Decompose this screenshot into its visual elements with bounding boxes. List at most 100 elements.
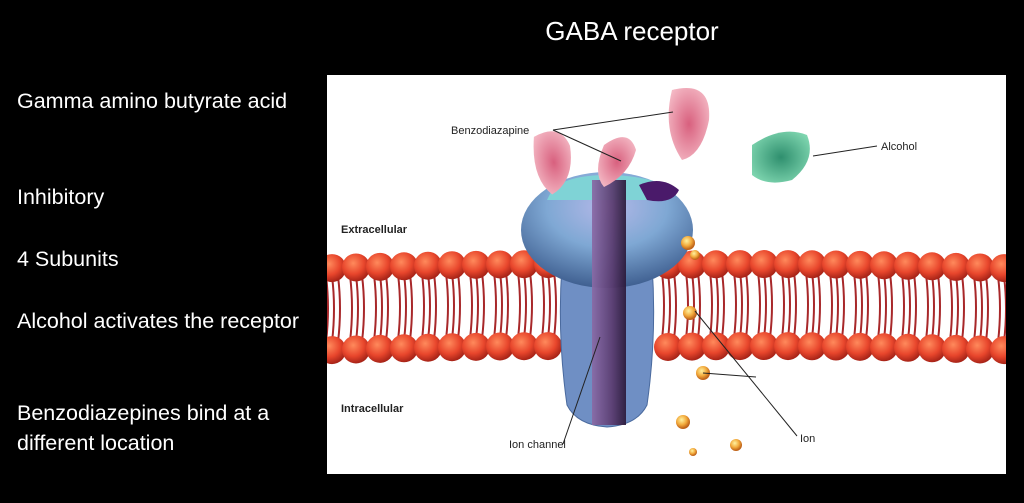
lipid-tail xyxy=(973,275,977,342)
lipid-tail xyxy=(835,272,839,339)
lipid-head xyxy=(870,333,898,362)
lipid-tail xyxy=(739,271,743,339)
lipid-tail xyxy=(925,274,929,341)
lipid-head xyxy=(702,250,730,279)
lipid-head xyxy=(726,250,754,279)
lipid-tail xyxy=(997,275,1001,343)
lipid-tail xyxy=(805,272,809,339)
lipid-tail xyxy=(1003,275,1006,343)
lipid-head xyxy=(726,332,754,361)
lipid-tail xyxy=(427,273,431,340)
lipid-tail xyxy=(697,272,701,339)
cell-membrane xyxy=(327,250,1006,365)
lipid-head xyxy=(990,254,1006,283)
lipid-tail xyxy=(373,274,377,341)
lipid-head xyxy=(942,334,970,363)
lipid-tail xyxy=(709,272,713,339)
lipid-head xyxy=(702,332,730,361)
bullet-subunits: 4 Subunits xyxy=(17,247,119,271)
lipid-head xyxy=(678,332,706,361)
label-intracellular: Intracellular xyxy=(341,403,404,415)
lipid-head xyxy=(486,332,514,361)
lipid-tail xyxy=(787,271,791,339)
lipid-tail xyxy=(409,274,413,341)
lipid-head xyxy=(918,334,946,363)
lipid-head xyxy=(750,332,778,361)
lipid-tail xyxy=(403,274,407,341)
lipid-head xyxy=(462,332,490,361)
lipid-head xyxy=(327,254,346,283)
lipid-head xyxy=(942,252,970,281)
label-ion: Ion xyxy=(800,433,815,445)
receptor xyxy=(521,172,693,428)
lipid-tail xyxy=(793,271,797,339)
lipid-tail xyxy=(421,273,425,340)
lipid-tail xyxy=(733,271,737,339)
lipid-tail xyxy=(445,273,449,340)
lipid-tail xyxy=(763,271,767,339)
lipid-tail xyxy=(397,274,401,341)
lipid-head xyxy=(438,333,466,362)
lipid-head xyxy=(846,332,874,361)
lipid-head xyxy=(894,251,922,280)
lipid-tail xyxy=(457,273,461,340)
lipid-tail xyxy=(841,272,845,339)
bullet-gaba-definition: Gamma amino butyrate acid xyxy=(17,89,288,113)
lipid-tail xyxy=(505,272,509,339)
lipid-tail xyxy=(499,272,503,339)
bullet-benzodiazepines: Benzodiazepines bind at a different loca… xyxy=(17,401,270,455)
lipid-head xyxy=(414,333,442,362)
lipid-tail xyxy=(673,272,677,340)
lipid-head xyxy=(327,336,346,365)
lipid-head xyxy=(966,253,994,282)
lipid-tail xyxy=(529,272,533,339)
label-ion-channel: Ion channel xyxy=(509,439,566,451)
alcohol-molecule xyxy=(752,131,810,183)
lipid-head xyxy=(534,332,562,361)
lipid-head xyxy=(750,250,778,279)
lipid-head xyxy=(774,250,802,279)
lipid-tail xyxy=(517,272,521,339)
lipid-head xyxy=(390,252,418,281)
lipid-tail xyxy=(355,275,359,342)
label-lines xyxy=(552,111,878,445)
lipid-tail xyxy=(979,275,983,342)
lipid-head xyxy=(894,333,922,362)
lipid-tail xyxy=(667,272,671,340)
lipid-tail xyxy=(361,275,365,342)
lipid-head xyxy=(846,250,874,279)
bullet-alcohol: Alcohol activates the receptor xyxy=(17,309,300,333)
lipid-tail xyxy=(385,274,389,341)
lipid-tail xyxy=(523,272,527,339)
lipid-tail xyxy=(721,272,725,339)
lipid-tail xyxy=(451,273,455,340)
lipid-tail xyxy=(327,276,329,343)
lipid-tail xyxy=(817,272,821,339)
lipid-head xyxy=(486,250,514,279)
lipid-head xyxy=(798,250,826,279)
lipid-tail xyxy=(475,272,479,339)
lipid-tail xyxy=(961,274,965,342)
lipid-tail xyxy=(889,273,893,340)
lipid-tail xyxy=(541,271,545,339)
lipid-tail xyxy=(877,273,881,340)
lipid-tail xyxy=(949,274,953,342)
lipid-head xyxy=(366,334,394,363)
lipid-tail xyxy=(553,271,557,339)
lipid-tail xyxy=(907,273,911,340)
lipid-head xyxy=(990,336,1006,365)
lipid-head xyxy=(390,334,418,363)
lipid-head xyxy=(798,332,826,361)
lipid-tail xyxy=(493,272,497,339)
lipid-tail xyxy=(901,273,905,340)
lipid-head xyxy=(510,332,538,361)
lipid-head xyxy=(822,332,850,361)
lipid-tail xyxy=(883,273,887,340)
lipid-tail xyxy=(985,275,989,342)
lipid-tail xyxy=(685,272,689,339)
lipid-head xyxy=(342,335,370,364)
label-extracellular: Extracellular xyxy=(341,224,408,236)
label-alcohol: Alcohol xyxy=(881,141,917,153)
lipid-head xyxy=(822,250,850,279)
lipid-tail xyxy=(661,272,665,340)
